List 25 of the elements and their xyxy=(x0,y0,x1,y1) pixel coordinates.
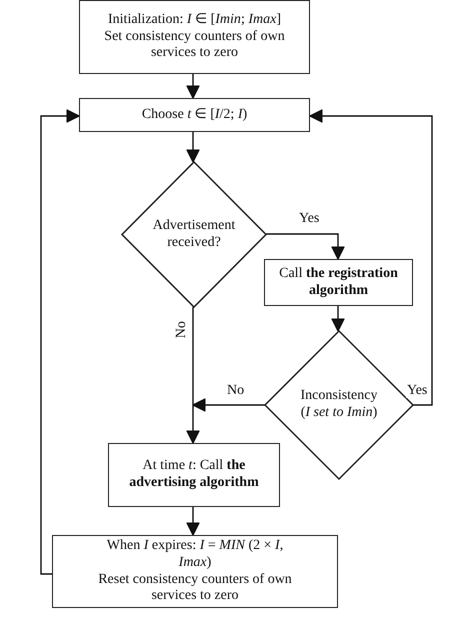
process-box xyxy=(264,259,413,306)
arrow xyxy=(186,507,200,536)
arrow xyxy=(309,109,433,406)
arrow xyxy=(192,398,265,412)
process-box xyxy=(79,98,310,132)
arrow xyxy=(331,306,345,332)
arrow xyxy=(186,132,200,163)
node-text: Choose t ∈ [I/2; I) xyxy=(142,106,248,124)
node-text: Reset consistency counters of own services to zero xyxy=(97,572,293,606)
node-text: Inconsistency (I set to Imin) xyxy=(300,388,378,422)
node-text: Call the registration algorithm xyxy=(278,266,399,300)
process-box xyxy=(108,443,280,507)
arrow xyxy=(40,109,80,575)
node-text: When I expires: I = MIN (2 × I, Imax) xyxy=(106,538,284,572)
arrow xyxy=(186,307,200,444)
arrow xyxy=(186,74,200,99)
arrow xyxy=(266,233,345,260)
node-text: Initialization: I ∈ [Imin; Imax] xyxy=(108,12,281,29)
node-text: Advertisement received? xyxy=(152,218,236,252)
process-box xyxy=(79,0,310,74)
node-text: Set consistency counters of own services to zero xyxy=(103,28,286,62)
process-box xyxy=(52,535,338,608)
edge-label: Yes xyxy=(406,383,428,398)
decision-diamond xyxy=(122,162,266,307)
node-text: At time t: Call the advertising algorithm xyxy=(128,458,260,492)
